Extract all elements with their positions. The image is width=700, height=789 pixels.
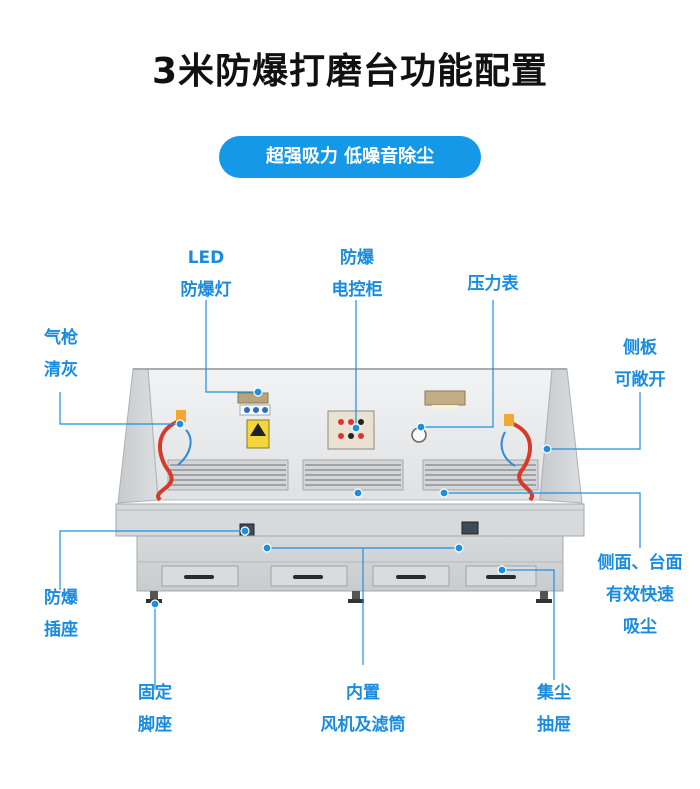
drawer-2 — [270, 565, 348, 587]
label-feet: 固定脚座 — [138, 683, 172, 735]
drawer-3 — [372, 565, 450, 587]
label-drawer: 集尘抽屉 — [537, 683, 571, 735]
label-pressure-gauge: 压力表 — [467, 274, 519, 294]
drawer-4 — [465, 565, 537, 587]
feature-badge: 超强吸力 低噪音除尘 — [219, 136, 481, 178]
label-air-gun: 气枪清灰 — [44, 328, 78, 380]
label-side-panel: 侧板可敞开 — [614, 338, 666, 390]
drawer-1 — [161, 565, 239, 587]
vent-grille-center — [302, 459, 404, 491]
vent-grille-left — [167, 459, 289, 491]
label-socket: 防爆插座 — [44, 588, 78, 640]
label-control-cabinet: 防爆电控柜 — [331, 248, 383, 300]
page-title: 3米防爆打磨台功能配置 — [151, 51, 549, 92]
label-fan-filter: 内置风机及滤筒 — [320, 683, 406, 735]
label-side-suction: 侧面、台面有效快速吸尘 — [597, 553, 683, 637]
